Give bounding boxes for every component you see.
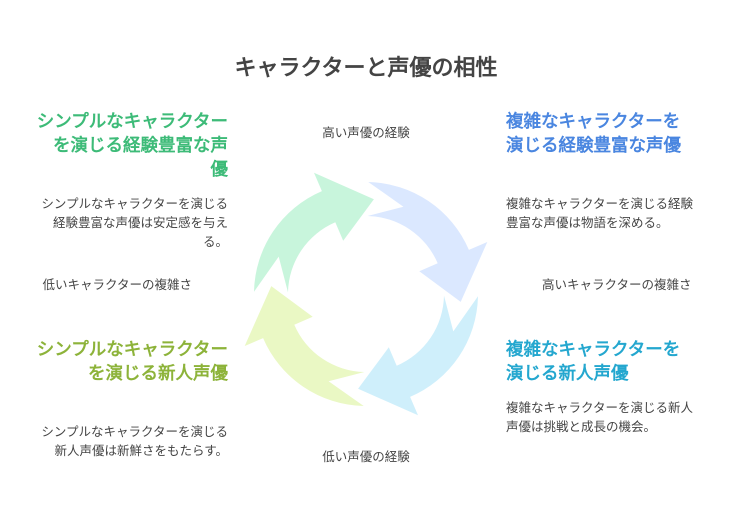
axis-label-bottom: 低い声優の経験 bbox=[322, 449, 410, 464]
quadrant-top-right-description: 複雑なキャラクターを演じる経験豊富な声優は物語を深める。 bbox=[506, 196, 694, 230]
segment-bottom-left bbox=[244, 286, 365, 406]
quadrant-bottom-left-title: シンプルなキャラクターを演じる新人声優 bbox=[36, 340, 228, 384]
segment-top-right bbox=[367, 182, 488, 302]
axis-label-left: 低いキャラクターの複雑さ bbox=[42, 277, 192, 292]
quadrant-bottom-right-description: 複雑なキャラクターを演じる新人声優は挑戦と成長の機会。 bbox=[506, 400, 694, 434]
quadrant-top-right-title: 複雑なキャラクターを演じる経験豊富な声優 bbox=[506, 112, 681, 156]
axis-label-right: 高いキャラクターの複雑さ bbox=[542, 277, 692, 292]
quadrant-top-left-title: シンプルなキャラクターを演じる経験豊富な声優 bbox=[36, 112, 228, 180]
page-title: キャラクターと声優の相性 bbox=[234, 56, 498, 81]
segment-bottom-right bbox=[358, 295, 478, 416]
quadrant-bottom-left-description: シンプルなキャラクターを演じる新人声優は新鮮さをもたらす。 bbox=[41, 424, 228, 458]
axis-label-top: 高い声優の経験 bbox=[322, 125, 410, 140]
quadrant-bottom-right-title: 複雑なキャラクターを演じる新人声優 bbox=[506, 340, 681, 384]
quadrant-top-left-description: シンプルなキャラクターを演じる経験豊富な声優は安定感を与える。 bbox=[41, 196, 228, 249]
segment-top-left bbox=[254, 172, 374, 293]
